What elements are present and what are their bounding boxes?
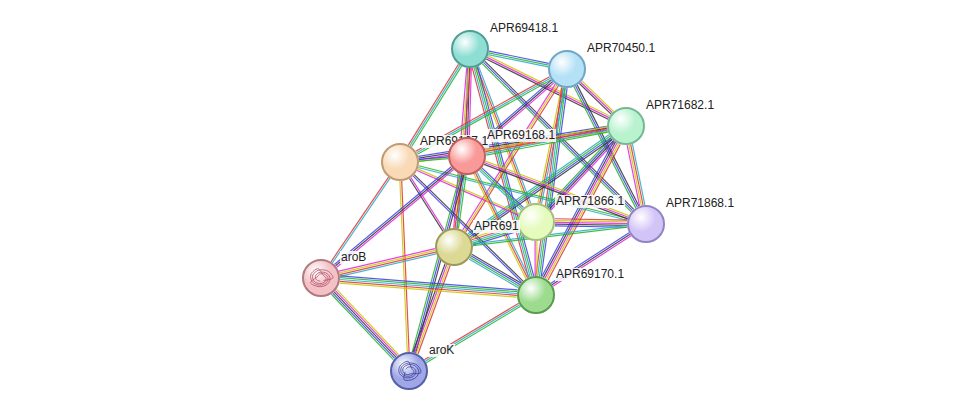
protein-node: APR691 [435, 228, 473, 266]
interaction-edge [331, 177, 390, 263]
interaction-edge [409, 178, 444, 232]
protein-node: APR70450.1 [548, 50, 586, 88]
evidence-line [551, 233, 629, 283]
evidence-line [424, 303, 518, 359]
structure-texture [392, 354, 426, 388]
evidence-line [335, 291, 397, 356]
node-label: APR71868.1 [665, 197, 735, 210]
evidence-line [426, 306, 520, 362]
evidence-line [416, 265, 448, 353]
evidence-line [474, 174, 526, 279]
node-label: APR71866.1 [555, 195, 625, 208]
evidence-line [485, 161, 628, 216]
evidence-line [339, 250, 435, 272]
interaction-edge [339, 249, 436, 277]
evidence-line [553, 236, 631, 286]
protein-node: APR69170.1 [517, 276, 555, 314]
protein-node: APR69418.1 [451, 30, 489, 68]
evidence-line [340, 281, 517, 295]
interaction-edge [579, 81, 613, 114]
evidence-line [413, 176, 522, 282]
evidence-line [484, 164, 627, 219]
evidence-line [340, 283, 517, 297]
evidence-line [408, 64, 458, 145]
evidence-line [555, 224, 627, 225]
evidence-line [472, 254, 521, 283]
evidence-line [333, 293, 395, 358]
evidence-line [469, 259, 518, 288]
interaction-edge [418, 126, 607, 161]
interaction-edge [535, 241, 537, 276]
node-label: APR69170.1 [555, 268, 625, 281]
evidence-line [414, 175, 523, 281]
evidence-line [339, 249, 435, 271]
evidence-line [334, 167, 451, 265]
evidence-line [631, 144, 643, 205]
evidence-line [627, 145, 639, 206]
evidence-line [425, 305, 519, 361]
evidence-line [340, 279, 517, 293]
node-label: APR691 [473, 220, 520, 233]
evidence-line [489, 53, 549, 65]
interaction-edge [413, 264, 450, 354]
evidence-line [555, 222, 627, 223]
evidence-line [632, 144, 644, 205]
interaction-edge [469, 254, 521, 287]
interaction-edge [484, 161, 629, 219]
interaction-edge [419, 157, 448, 161]
evidence-line [576, 86, 638, 207]
protein-node: APR71682.1 [607, 107, 645, 145]
evidence-line [411, 178, 445, 231]
evidence-line [472, 68, 528, 277]
node-label: aroK [428, 344, 455, 357]
node-label: APR69168.1 [486, 129, 556, 142]
node-label: APR69418.1 [489, 22, 559, 35]
evidence-line [552, 234, 630, 284]
protein-node: aroB [302, 259, 340, 297]
evidence-line [555, 219, 627, 220]
evidence-line [485, 163, 628, 218]
protein-node: APR71868.1 [627, 205, 665, 243]
structure-texture [304, 261, 338, 295]
evidence-line [331, 294, 393, 359]
evidence-line [534, 241, 535, 276]
evidence-line [410, 65, 460, 146]
evidence-line [485, 127, 607, 150]
evidence-line [629, 145, 641, 206]
evidence-line [415, 265, 447, 353]
evidence-line [418, 126, 606, 156]
evidence-line [331, 177, 389, 262]
structure-strand [311, 269, 334, 287]
evidence-line [542, 141, 614, 276]
evidence-line [470, 257, 519, 286]
structure-strand [399, 361, 421, 380]
node-label: aroB [340, 251, 367, 264]
interaction-edge [542, 141, 620, 280]
interaction-edge [340, 276, 518, 297]
evidence-line [413, 264, 445, 352]
node-label: APR70450.1 [586, 42, 656, 55]
interaction-edge [331, 289, 398, 359]
protein-node: APR69167.1 [381, 143, 419, 181]
interaction-edge [424, 303, 520, 363]
interaction-edge [479, 168, 523, 210]
evidence-line [489, 51, 549, 63]
protein-node: APR71866.1 [517, 203, 555, 241]
evidence-line [418, 266, 450, 354]
protein-node: aroK [390, 352, 428, 390]
evidence-line [536, 241, 537, 276]
interaction-edge [555, 219, 627, 228]
evidence-line [419, 159, 448, 162]
interaction-edge [551, 233, 631, 286]
evidence-line [337, 289, 399, 354]
interaction-edge [627, 144, 645, 206]
evidence-line [471, 256, 520, 285]
protein-node: APR69168.1 [448, 137, 486, 175]
node-label: APR71682.1 [645, 99, 715, 112]
evidence-line [555, 221, 627, 222]
evidence-line [334, 292, 396, 357]
